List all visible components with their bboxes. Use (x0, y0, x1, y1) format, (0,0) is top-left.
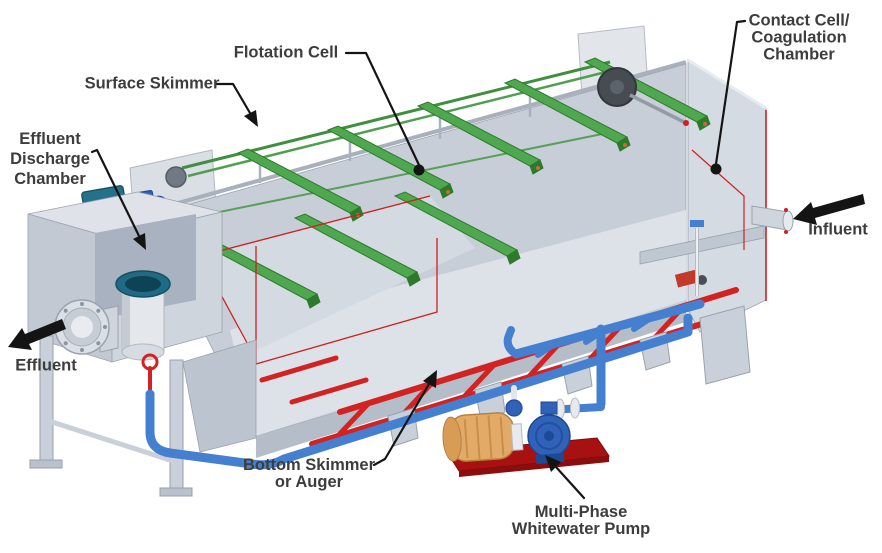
effluent-discharge-arrowhead (133, 233, 146, 250)
label-whitewater-pump: Multi-Phase Whitewater Pump (511, 503, 651, 538)
flotation-cell-leader (344, 51, 421, 167)
label-effluent-discharge-chamber: Effluent Discharge Chamber (10, 130, 90, 188)
label-influent: Influent (808, 220, 868, 239)
bottom-skimmer-leader (372, 382, 431, 467)
contact-cell-dot (710, 163, 722, 175)
surface-skimmer-arrowhead (244, 110, 258, 127)
whitewater-pump-leader (554, 465, 586, 500)
whitewater-pump-arrowhead (545, 455, 561, 472)
label-contact-cell: Contact Cell/ Coagulation Chamber (748, 11, 850, 64)
label-bottom-skimmer: Bottom Skimmer or Auger (242, 456, 376, 491)
surface-skimmer-leader (214, 82, 252, 115)
leader-lines (90, 19, 747, 500)
chain-idler-wheel (165, 166, 187, 188)
whitewater-piping (141, 299, 705, 470)
label-surface-skimmer: Surface Skimmer (84, 74, 220, 93)
contact-cell-leader (714, 19, 747, 166)
influent-arrow (793, 194, 865, 225)
influent-pipe (751, 205, 794, 234)
effluent-arrow (8, 319, 66, 350)
flotation-cell-dot (413, 164, 425, 176)
bottom-skimmer-drive (674, 220, 707, 296)
label-effluent: Effluent (15, 356, 77, 375)
leader-ends (133, 110, 722, 472)
label-flotation-cell: Flotation Cell (233, 43, 339, 62)
head-sprocket (597, 67, 689, 126)
pump-motor (442, 412, 516, 462)
bottom-skimmer-arrowhead (423, 370, 437, 388)
effluent-pipe-flange (54, 299, 119, 355)
whitewater-pump-assembly (442, 401, 610, 477)
effluent-discharge-leader (90, 148, 141, 238)
